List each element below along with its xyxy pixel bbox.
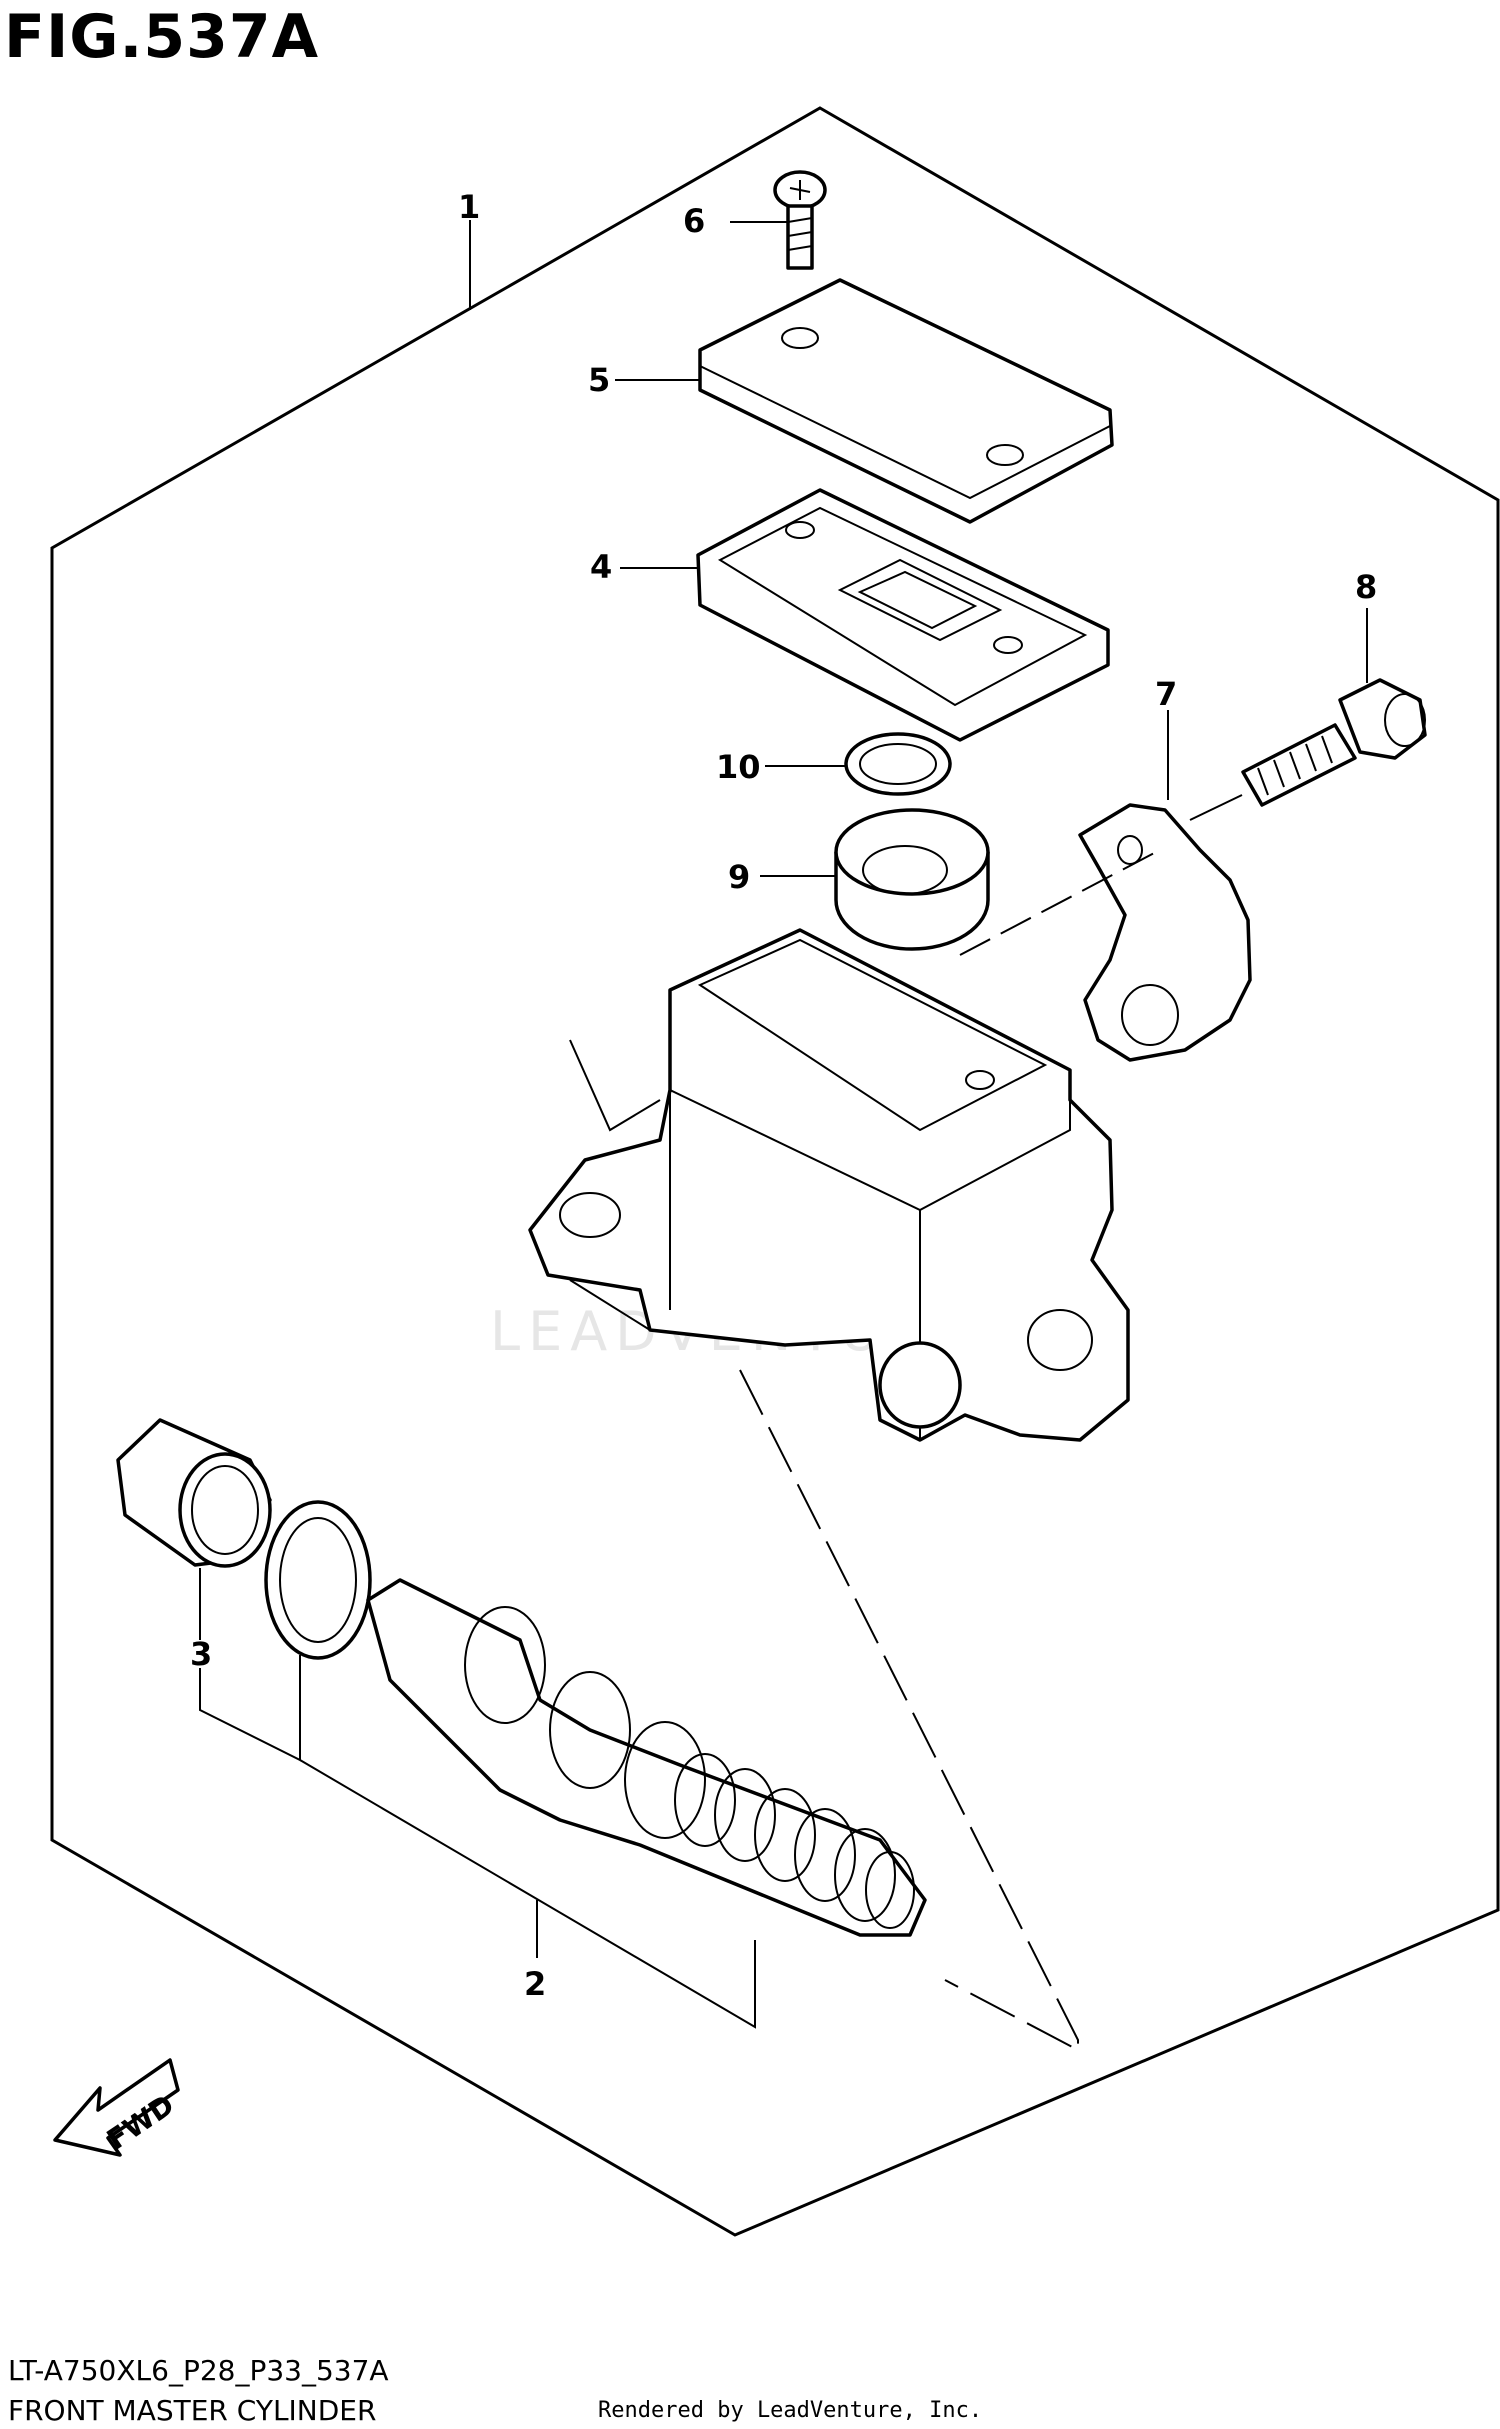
callout-9[interactable]: 9 xyxy=(728,858,750,896)
snap-ring[interactable] xyxy=(264,1500,372,1660)
callout-6[interactable]: 6 xyxy=(683,202,705,240)
alignment-line-bolt xyxy=(1189,794,1243,821)
piston-assembly-part-2[interactable] xyxy=(366,1578,927,1937)
callout-5[interactable]: 5 xyxy=(588,361,610,399)
callout-10[interactable]: 10 xyxy=(716,748,761,786)
callout-3[interactable]: 3 xyxy=(190,1635,212,1673)
rendered-by-credit: Rendered by LeadVenture, Inc. xyxy=(598,2398,983,2423)
reservoir-cap-part-5[interactable] xyxy=(698,278,1114,524)
master-cylinder-body[interactable] xyxy=(528,928,1130,1442)
fwd-arrow[interactable]: FWD xyxy=(53,2058,180,2157)
cup-part-3[interactable] xyxy=(116,1418,272,1568)
callout-1[interactable]: 1 xyxy=(458,188,480,226)
model-code: LT-A750XL6_P28_P33_537A xyxy=(8,2354,389,2387)
leader-2-bracket xyxy=(299,1759,756,2029)
diaphragm-part-4[interactable] xyxy=(696,488,1110,742)
callout-2[interactable]: 2 xyxy=(524,1965,546,2003)
figure-title: FIG.537A xyxy=(4,2,320,72)
leader-3-bracket xyxy=(199,1655,301,1762)
callout-7[interactable]: 7 xyxy=(1155,675,1177,713)
boot-part-9[interactable] xyxy=(834,808,990,951)
screw-part-6[interactable] xyxy=(773,170,827,270)
callout-8[interactable]: 8 xyxy=(1355,568,1377,606)
bolt-part-8[interactable] xyxy=(1241,678,1427,807)
figure-caption: FRONT MASTER CYLINDER xyxy=(8,2394,377,2427)
holder-part-7[interactable] xyxy=(1078,803,1252,1062)
assembly-outline xyxy=(50,106,1500,2237)
o-ring-part-10[interactable] xyxy=(844,732,952,796)
alignment-line-piston xyxy=(739,1369,1079,2052)
callout-4[interactable]: 4 xyxy=(590,548,612,586)
alignment-line-holder xyxy=(959,849,1161,956)
